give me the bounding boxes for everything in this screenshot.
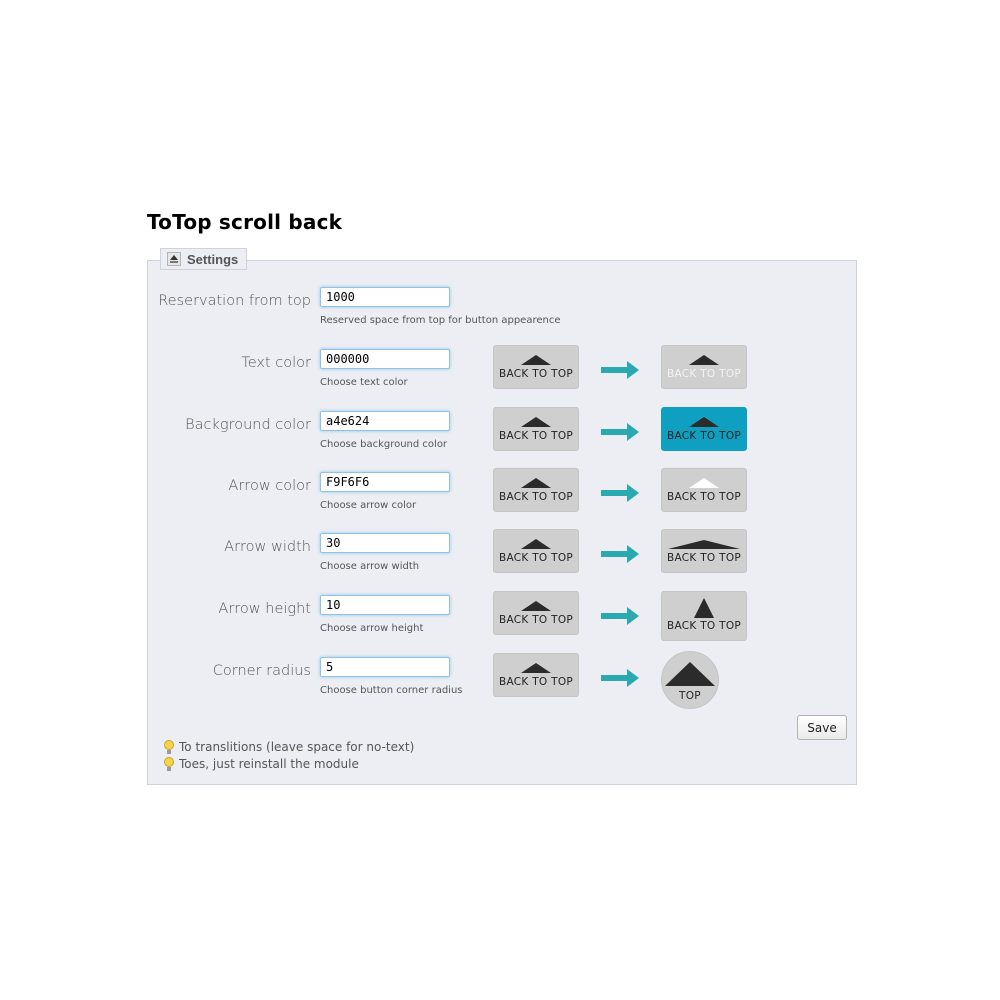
- lightbulb-icon: [163, 740, 175, 754]
- arrow-up-icon: [521, 417, 551, 427]
- field-hint: Choose background color: [320, 439, 448, 450]
- setting-input[interactable]: [320, 595, 450, 615]
- field-hint: Choose button corner radius: [320, 685, 463, 696]
- field-hint: Choose text color: [320, 377, 408, 388]
- right-arrow-icon: [601, 361, 639, 379]
- arrow-up-icon: [521, 539, 551, 549]
- arrow-up-icon: [689, 478, 719, 488]
- preview-text: BACK TO TOP: [666, 368, 742, 380]
- field-label: Text color: [241, 355, 311, 371]
- settings-row: Background colorChoose background color B…: [147, 407, 857, 461]
- preview-before-button: BACK TO TOP: [493, 468, 579, 512]
- preview-before-button: BACK TO TOP: [493, 345, 579, 389]
- preview-text: BACK TO TOP: [666, 430, 742, 442]
- tip-item: To translitions (leave space for no-text…: [163, 740, 414, 754]
- settings-legend-label: Settings: [187, 251, 239, 267]
- field-hint: Choose arrow color: [320, 500, 417, 511]
- preview-after-button: BACK TO TOP: [661, 345, 747, 389]
- arrow-up-icon: [665, 662, 715, 686]
- to-top-icon: [167, 252, 181, 266]
- preview-text: BACK TO TOP: [498, 614, 574, 626]
- settings-row: Arrow widthChoose arrow width BACK TO TOP…: [147, 529, 857, 583]
- preview-text: BACK TO TOP: [498, 552, 574, 564]
- field-label: Arrow height: [218, 601, 311, 617]
- setting-input[interactable]: [320, 533, 450, 553]
- preview-before-button: BACK TO TOP: [493, 407, 579, 451]
- preview-text: TOP: [679, 690, 701, 702]
- arrow-up-icon: [521, 355, 551, 365]
- preview-after-button: BACK TO TOP: [661, 468, 747, 512]
- setting-input[interactable]: [320, 411, 450, 431]
- settings-legend: Settings: [160, 248, 248, 270]
- lightbulb-icon: [163, 757, 175, 771]
- settings-row: Text colorChoose text color BACK TO TOP BA…: [147, 345, 857, 399]
- save-button[interactable]: Save: [797, 715, 847, 740]
- field-label: Arrow color: [228, 478, 311, 494]
- field-hint: Choose arrow width: [320, 561, 420, 572]
- arrow-up-icon: [689, 355, 719, 365]
- settings-row: Arrow heightChoose arrow height BACK TO T…: [147, 591, 857, 645]
- right-arrow-icon: [601, 545, 639, 563]
- field-label: Reservation from top: [158, 293, 311, 309]
- right-arrow-icon: [601, 423, 639, 441]
- tip-text: To translitions (leave space for no-text…: [179, 740, 415, 754]
- arrow-up-icon: [694, 598, 714, 618]
- preview-after-button: BACK TO TOP: [661, 529, 747, 573]
- setting-input[interactable]: [320, 287, 450, 307]
- arrow-up-icon: [521, 663, 551, 673]
- right-arrow-icon: [601, 484, 639, 502]
- right-arrow-icon: [601, 669, 639, 687]
- preview-before-button: BACK TO TOP: [493, 591, 579, 635]
- setting-input[interactable]: [320, 657, 450, 677]
- preview-before-button: BACK TO TOP: [493, 529, 579, 573]
- field-label: Arrow width: [224, 539, 311, 555]
- preview-text: BACK TO TOP: [498, 676, 574, 688]
- settings-row: Corner radiusChoose button corner radius…: [147, 651, 857, 709]
- setting-input[interactable]: [320, 472, 450, 492]
- settings-row: Arrow colorChoose arrow color BACK TO TOP…: [147, 468, 857, 522]
- right-arrow-icon: [601, 607, 639, 625]
- arrow-up-icon: [668, 540, 740, 549]
- arrow-up-icon: [521, 601, 551, 611]
- preview-text: BACK TO TOP: [666, 620, 742, 632]
- page-title: ToTop scroll back: [147, 210, 343, 234]
- arrow-up-icon: [689, 417, 719, 427]
- arrow-up-icon: [521, 478, 551, 488]
- preview-text: BACK TO TOP: [666, 552, 742, 564]
- preview-before-button: BACK TO TOP: [493, 653, 579, 697]
- field-label: Background color: [185, 417, 311, 433]
- field-hint: Reserved space from top for button appea…: [320, 315, 561, 326]
- preview-text: BACK TO TOP: [498, 368, 574, 380]
- settings-row: Reservation from topReserved space from …: [147, 287, 857, 337]
- preview-text: BACK TO TOP: [498, 430, 574, 442]
- field-label: Corner radius: [212, 663, 311, 679]
- setting-input[interactable]: [320, 349, 450, 369]
- preview-text: BACK TO TOP: [498, 491, 574, 503]
- tip-text: Toes, just reinstall the module: [179, 757, 359, 771]
- preview-after-button: TOP: [661, 651, 719, 709]
- preview-text: BACK TO TOP: [666, 491, 742, 503]
- preview-after-button: BACK TO TOP: [661, 407, 747, 451]
- field-hint: Choose arrow height: [320, 623, 424, 634]
- preview-after-button: BACK TO TOP: [661, 591, 747, 641]
- tip-item: Toes, just reinstall the module: [163, 757, 359, 771]
